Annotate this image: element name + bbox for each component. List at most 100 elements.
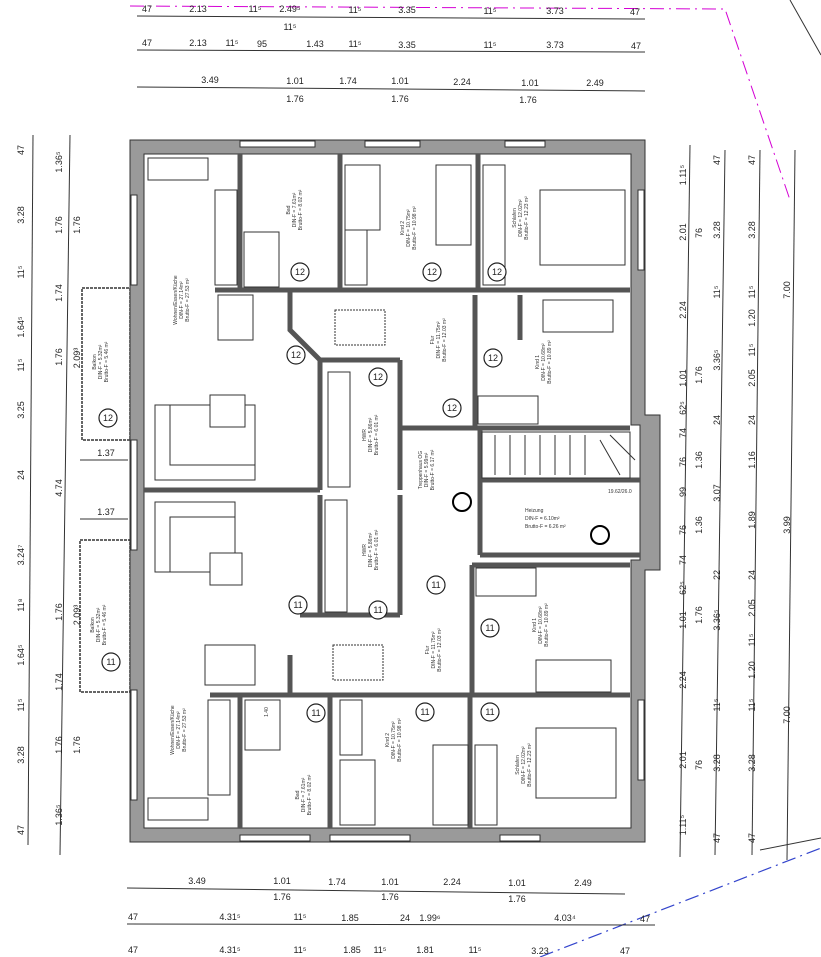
room-label-lower-schlafen: Schlafen	[515, 755, 521, 775]
room-label-upper-schlafen: Brutto-F = 12.23 m²	[524, 196, 530, 240]
dimension-label: 1.76	[519, 95, 537, 105]
dimension-label: 1.76	[694, 366, 704, 384]
room-label-lower-kind2: Brutto-F = 10.98 m²	[397, 718, 403, 762]
dimension-label: 11⁵	[248, 4, 261, 14]
unit-number: 11	[293, 600, 302, 610]
room-label-lower-kind1: Kind 1	[532, 618, 538, 632]
dimension-label: 11⁵	[483, 6, 496, 16]
dimension-label: 47	[712, 833, 722, 843]
dimension-label: 11⁵	[747, 698, 757, 711]
dimension-label: 1.01	[678, 369, 688, 387]
dimension-label: 11⁵	[348, 5, 361, 15]
dimension-label: 99	[678, 487, 688, 497]
room-label-upper-flur: DIN-F = 11.75m²	[436, 321, 442, 358]
dimension-label: 2.49⁵	[279, 4, 301, 14]
dimension-label: 3.36⁵	[712, 349, 722, 371]
windows	[130, 140, 645, 842]
dimension-label: 3.28	[712, 221, 722, 239]
dimension-label: 74	[678, 428, 688, 438]
dimension-label: 76	[678, 525, 688, 535]
dimension-label: 3.73	[546, 40, 564, 50]
dimension-label: 4.31⁵	[219, 945, 241, 955]
dimension-label: 3.73	[546, 6, 564, 16]
unit-number-marker	[288, 595, 308, 615]
dimension-label: 47	[16, 145, 26, 155]
room-label-upper-schlafen: DIN-F = 12.02m²	[518, 199, 524, 237]
dimension-label: 1.01	[286, 76, 304, 86]
dimension-label: 3.49	[188, 876, 206, 886]
room-label-upper-hwr: DIN-F = 5.86m²	[368, 417, 374, 452]
room-label-upper-kind1: Kind 1	[535, 355, 541, 369]
exterior-wall	[129, 139, 661, 843]
dimension-label: 1.11⁵	[678, 814, 688, 835]
dimension-label: 47	[630, 7, 640, 17]
dimension-label: 2.13	[189, 4, 207, 14]
dimension-label: 1.37	[97, 448, 115, 458]
dimension-label: 1.01	[521, 78, 539, 88]
dimension-label: 1.76	[381, 892, 399, 902]
property-line-bottom	[539, 847, 821, 957]
dimension-label: 3.28	[16, 206, 26, 224]
dimension-label: 1.01	[508, 878, 526, 888]
unit-number-marker	[368, 367, 388, 387]
dimension-label: 11⁵	[293, 945, 306, 955]
dimension-label: 3.28	[747, 754, 757, 772]
dimension-label: 1.76	[72, 216, 82, 234]
dimension-label: 1.85	[341, 913, 359, 923]
dimension-label: 3.49	[201, 75, 219, 85]
dimension-label: 76	[694, 760, 704, 770]
unit-number-marker	[306, 703, 326, 723]
unit-number: 12	[488, 353, 498, 363]
unit-number: 12	[427, 267, 437, 277]
dimension-label: 11⁵	[712, 285, 722, 298]
dimension-label: 3.36⁵	[712, 609, 722, 631]
dimension-label: 11⁵	[16, 265, 26, 278]
staircase	[481, 431, 636, 479]
dimension-label: 47	[712, 155, 722, 165]
dimension-label: 62⁵	[678, 581, 688, 595]
dimension-label: 1.76	[286, 94, 304, 104]
dimension-label: 2.13	[189, 38, 207, 48]
room-label-lower-kind1: Brutto-F = 10.89 m²	[544, 603, 550, 647]
room-label-treppenhaus: Brutto-F = 6.17 m²	[430, 449, 436, 490]
unit-number-marker	[415, 702, 435, 722]
dimension-label: 4.31⁵	[219, 912, 241, 922]
unit-number: 11	[485, 707, 494, 717]
room-label-lower-bad: Bad	[295, 790, 301, 799]
unit-number-marker	[290, 262, 310, 282]
room-label-upper-wohnen: DIN-F = 27.14m²	[179, 281, 185, 319]
dimension-label: 1.36	[694, 451, 704, 469]
room-label-upper-kind2: Brutto-F = 10.98 m²	[412, 206, 418, 250]
room-label-lower-schlafen: Brutto-F = 12.23 m²	[527, 743, 533, 787]
dimension-label: 24	[400, 913, 410, 923]
dimension-label: 1.36⁵	[54, 151, 64, 173]
room-label-lower-flur: Brutto-F = 12.03 m²	[437, 628, 443, 672]
dimension-label: 1.81	[416, 945, 434, 955]
unit-number-marker	[98, 408, 118, 428]
dimension-label: 74	[678, 555, 688, 565]
unit-number-marker	[286, 345, 306, 365]
dimension-label: 1.01	[273, 876, 291, 886]
dimension-label: 11⁵	[747, 343, 757, 356]
room-label-upper-hwr: HWR	[362, 429, 368, 441]
unit-number: 12	[291, 350, 301, 360]
room-label-upper-balkon: Balkon	[92, 354, 98, 370]
chimney-icon	[452, 492, 472, 512]
room-label-lower-wohnen: Wohnen/Essen/Küche	[170, 705, 176, 755]
unit-number: 11	[373, 605, 382, 615]
room-label-upper-balkon: Brutto-F = 5.46 m²	[104, 341, 110, 382]
dimension-label: 2.24	[678, 671, 688, 689]
room-label-upper-kind2: Kind 2	[400, 221, 406, 235]
dimension-label: 11⁵	[747, 633, 757, 646]
room-label-heizung: DIN-F = 6.10m²	[525, 516, 560, 522]
unit-number: 11	[311, 708, 320, 718]
dimension-label: 1.74	[54, 284, 64, 302]
room-label-lower-flur: DIN-F = 11.75m²	[431, 631, 437, 668]
dimension-label: 11⁵	[16, 698, 26, 711]
room-label-upper-kind2: DIN-F = 10.75m²	[406, 209, 412, 247]
dimension-label: 3.28	[16, 746, 26, 764]
room-label-lower-bad: DIN-F = 7.61m²	[301, 777, 307, 812]
room-label-lower-wohnen: Brutto-F = 27.53 m²	[182, 708, 188, 752]
unit-number: 11	[485, 623, 494, 633]
dimension-label: 1.20	[747, 309, 757, 327]
